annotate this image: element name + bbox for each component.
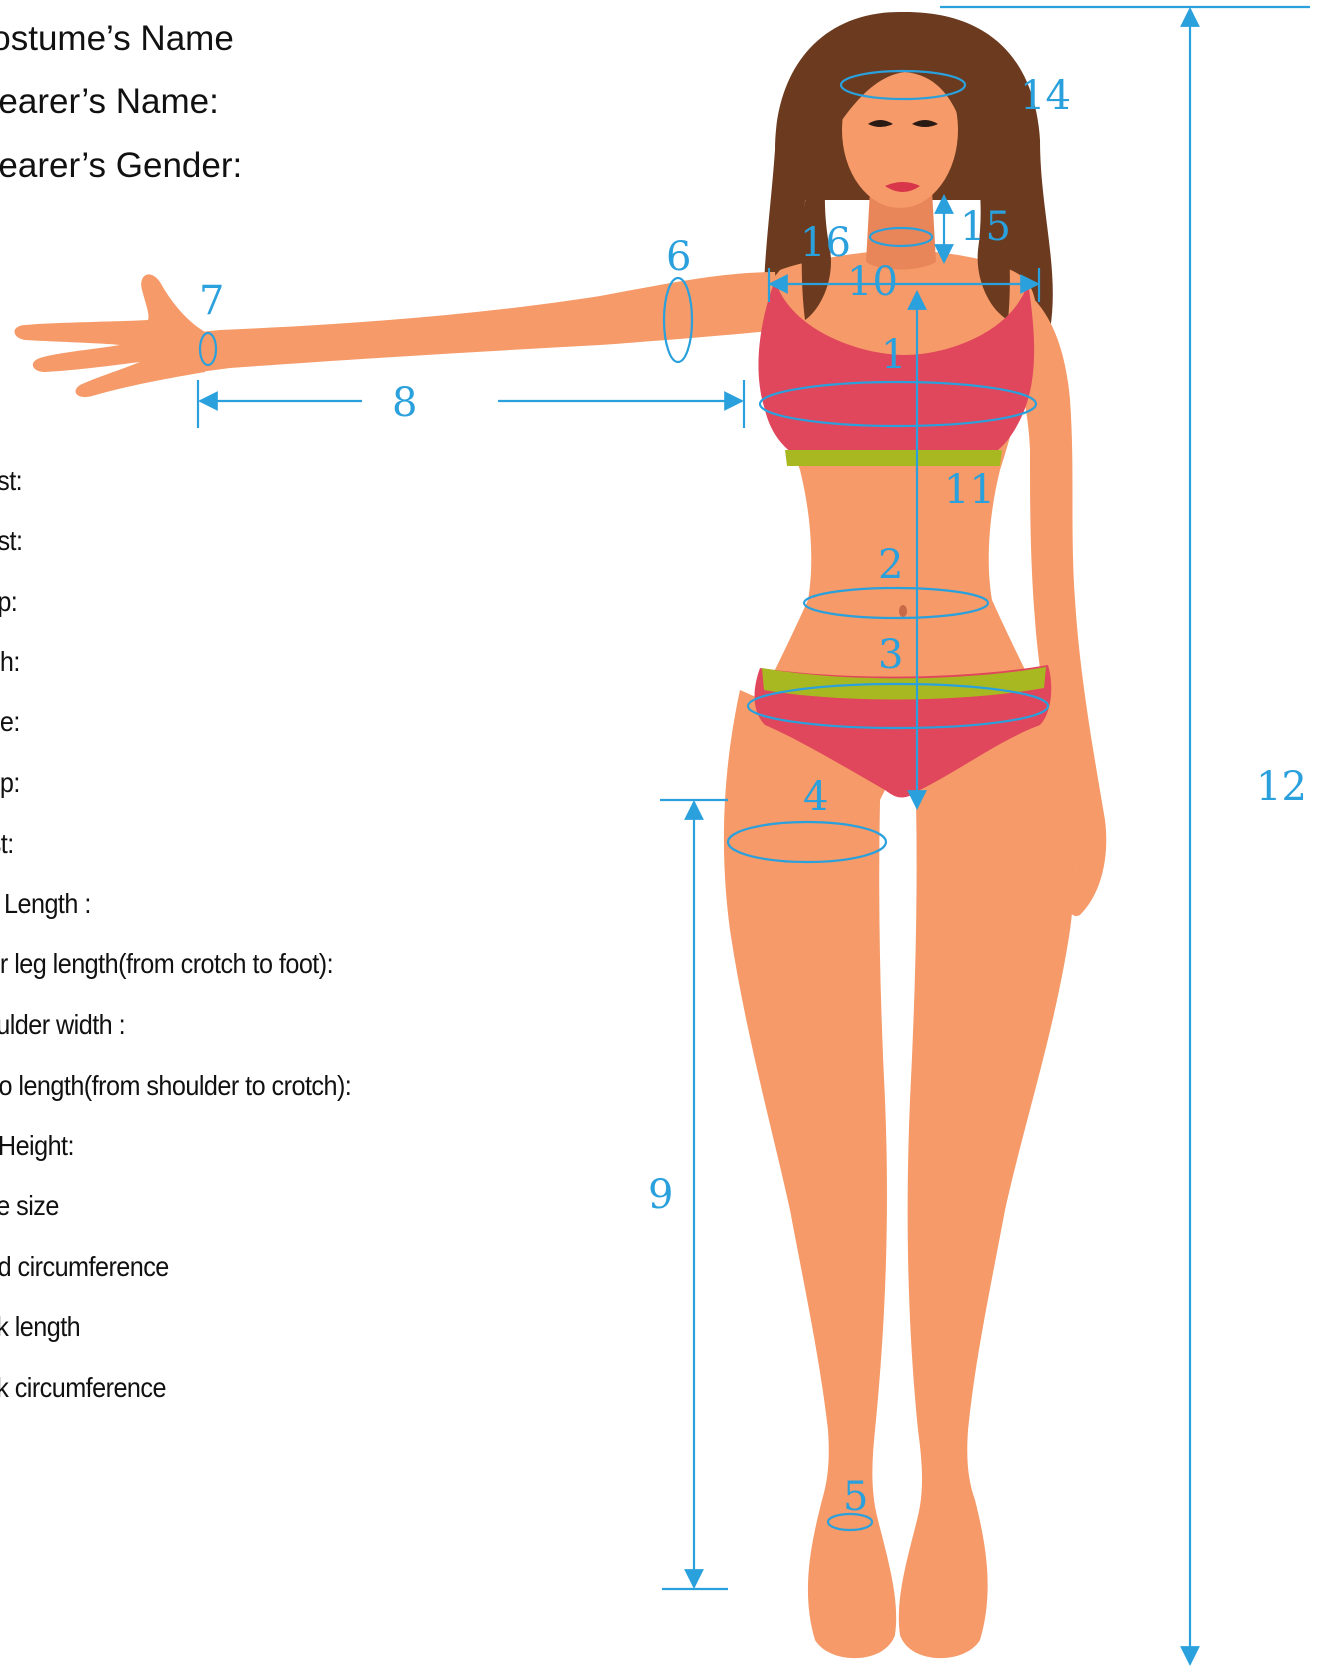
marker-5: 5 <box>843 1474 868 1520</box>
marker-1: 1 <box>881 332 906 378</box>
marker-16: 16 <box>800 220 851 266</box>
left-leg <box>724 690 900 1658</box>
marker-14: 14 <box>1020 73 1071 119</box>
marker-9: 9 <box>648 1172 673 1218</box>
swimsuit-top-trim <box>785 450 1002 466</box>
marker-4: 4 <box>803 774 828 820</box>
marker-2: 2 <box>878 542 903 588</box>
marker-15: 15 <box>960 204 1011 250</box>
marker-6: 6 <box>666 234 691 280</box>
marker-11: 11 <box>944 467 995 513</box>
right-leg <box>899 690 1076 1658</box>
marker-3: 3 <box>878 632 903 678</box>
marker-8: 8 <box>392 380 417 426</box>
marker-12: 12 <box>1256 764 1307 810</box>
left-hand <box>14 274 205 397</box>
belly-button <box>899 605 907 617</box>
marker-10: 10 <box>847 259 898 305</box>
marker-7: 7 <box>199 278 224 324</box>
